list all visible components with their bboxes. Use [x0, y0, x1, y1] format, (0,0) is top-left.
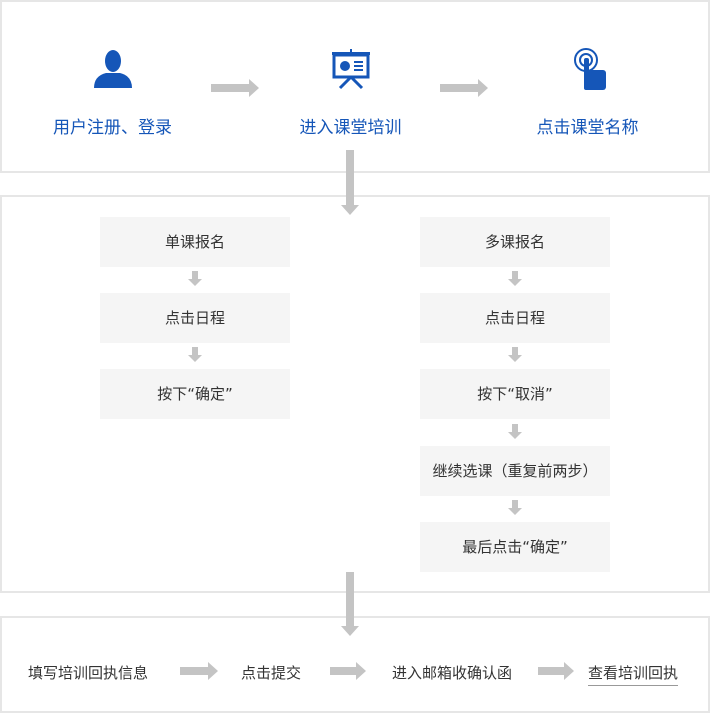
- arrow-down-icon: [508, 424, 522, 439]
- right-step-3: 按下“取消”: [420, 369, 610, 419]
- left-step-1: 单课报名: [100, 217, 290, 267]
- arrow-right-icon: [330, 662, 366, 680]
- view-receipt-link[interactable]: 查看培训回执: [588, 662, 679, 686]
- arrow-down-icon: [188, 347, 202, 362]
- step-submit: 点击提交: [241, 664, 302, 682]
- arrow-right-icon: [538, 662, 574, 680]
- arrow-down-icon: [188, 271, 202, 286]
- step-register-login: 用户注册、登录: [53, 118, 172, 138]
- left-step-2: 点击日程: [100, 293, 290, 343]
- presentation-icon: [332, 49, 370, 90]
- arrow-right-icon: [180, 662, 218, 680]
- left-step-3: 按下“确定”: [100, 369, 290, 419]
- right-step-2: 点击日程: [420, 293, 610, 343]
- right-step-1: 多课报名: [420, 217, 610, 267]
- step-fill-receipt: 填写培训回执信息: [28, 664, 149, 682]
- arrow-down-icon: [341, 572, 359, 636]
- arrow-right-icon: [440, 79, 488, 97]
- tap-icon: [574, 48, 606, 90]
- arrow-down-icon: [341, 150, 359, 215]
- right-step-5: 最后点击“确定”: [420, 522, 610, 572]
- right-step-4: 继续选课（重复前两步）: [420, 446, 610, 496]
- step-enter-classroom: 进入课堂培训: [299, 118, 402, 138]
- arrow-right-icon: [211, 79, 259, 97]
- arrow-down-icon: [508, 271, 522, 286]
- step-click-course-name: 点击课堂名称: [536, 118, 639, 138]
- arrow-down-icon: [508, 347, 522, 362]
- step-check-email: 进入邮箱收确认函: [392, 664, 513, 682]
- user-icon: [94, 50, 132, 88]
- arrow-down-icon: [508, 500, 522, 515]
